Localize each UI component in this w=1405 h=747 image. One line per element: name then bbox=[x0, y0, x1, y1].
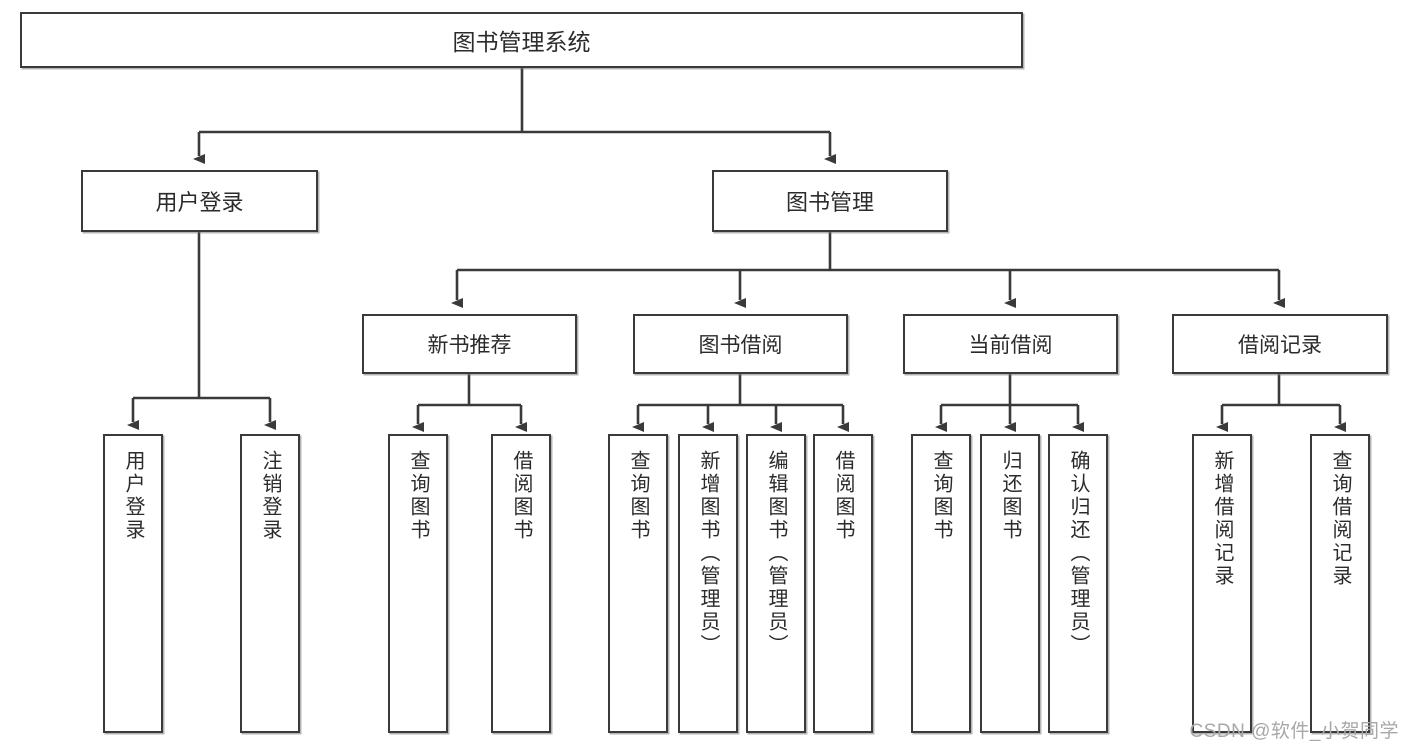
leaf-label: 归还图书 bbox=[999, 450, 1021, 542]
node-borrow-record[interactable]: 借阅记录 bbox=[1172, 314, 1388, 374]
leaf-current-query-book[interactable]: 查询图书 bbox=[911, 434, 971, 733]
node-book-borrow[interactable]: 图书借阅 bbox=[633, 314, 848, 374]
leaf-recommend-query-book[interactable]: 查询图书 bbox=[388, 434, 448, 733]
leaf-current-return-book[interactable]: 归还图书 bbox=[980, 434, 1040, 733]
node-label: 新书推荐 bbox=[427, 334, 512, 357]
leaf-record-add-record[interactable]: 新增借阅记录 bbox=[1192, 434, 1252, 733]
leaf-label: 编辑图书（管理员） bbox=[765, 450, 787, 657]
leaf-label: 查询图书 bbox=[407, 450, 429, 542]
leaf-borrow-add-book-admin[interactable]: 新增图书（管理员） bbox=[678, 434, 738, 733]
leaf-label: 确认归还（管理员） bbox=[1067, 450, 1089, 657]
leaf-current-confirm-return-admin[interactable]: 确认归还（管理员） bbox=[1048, 434, 1108, 733]
leaf-label: 用户登录 bbox=[122, 450, 144, 542]
node-label: 借阅记录 bbox=[1238, 334, 1322, 357]
leaf-record-query-record[interactable]: 查询借阅记录 bbox=[1310, 434, 1370, 733]
leaf-label: 新增图书（管理员） bbox=[697, 450, 719, 657]
leaf-borrow-edit-book-admin[interactable]: 编辑图书（管理员） bbox=[746, 434, 806, 733]
node-label: 图书管理 bbox=[785, 190, 874, 215]
leaf-label: 借阅图书 bbox=[510, 450, 532, 542]
node-book-management[interactable]: 图书管理 bbox=[712, 170, 948, 232]
node-label: 用户登录 bbox=[155, 190, 244, 215]
leaf-user-logout[interactable]: 注销登录 bbox=[240, 434, 300, 733]
node-label: 图书借阅 bbox=[698, 334, 783, 357]
leaf-label: 新增借阅记录 bbox=[1211, 450, 1233, 588]
node-current-borrow[interactable]: 当前借阅 bbox=[903, 314, 1118, 374]
leaf-label: 借阅图书 bbox=[832, 450, 854, 542]
node-label: 图书管理系统 bbox=[452, 29, 591, 55]
node-new-book-recommend[interactable]: 新书推荐 bbox=[362, 314, 577, 374]
watermark-text: CSDN @软件_小贺同学 bbox=[1189, 721, 1399, 742]
leaf-user-login[interactable]: 用户登录 bbox=[103, 434, 163, 733]
leaf-label: 查询图书 bbox=[627, 450, 649, 542]
leaf-label: 注销登录 bbox=[259, 450, 281, 542]
node-root-system[interactable]: 图书管理系统 bbox=[20, 12, 1023, 68]
leaf-borrow-query-book[interactable]: 查询图书 bbox=[608, 434, 668, 733]
leaf-label: 查询借阅记录 bbox=[1329, 450, 1351, 588]
leaf-label: 查询图书 bbox=[930, 450, 952, 542]
node-label: 当前借阅 bbox=[968, 334, 1053, 357]
leaf-recommend-borrow-book[interactable]: 借阅图书 bbox=[491, 434, 551, 733]
leaf-borrow-borrow-book[interactable]: 借阅图书 bbox=[813, 434, 873, 733]
node-user-login[interactable]: 用户登录 bbox=[81, 170, 318, 232]
